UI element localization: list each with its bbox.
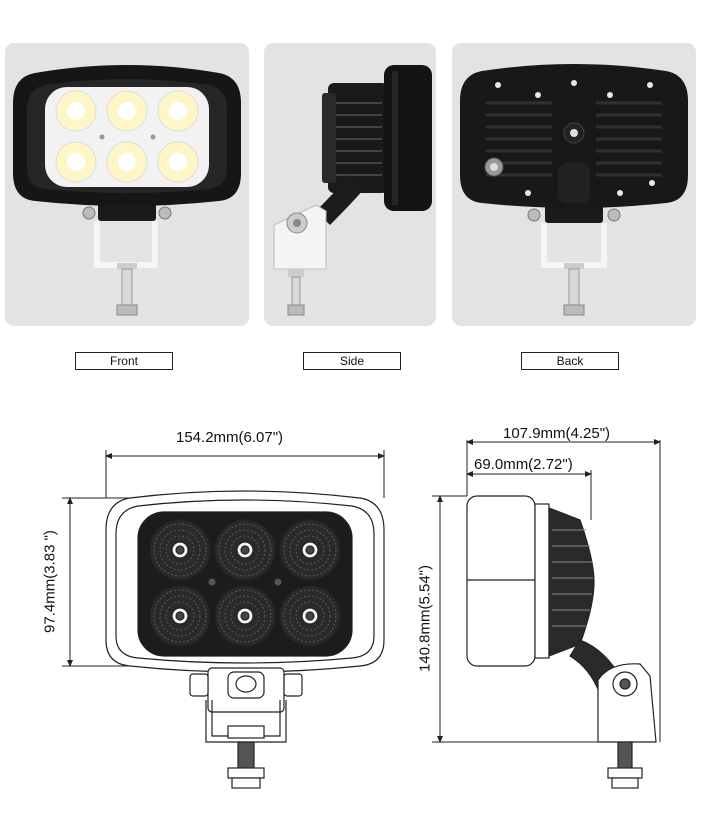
height-dimension-label: 97.4mm(3.83 ") <box>41 530 59 633</box>
side-line-drawing <box>466 495 657 789</box>
front-view-label: Front <box>75 352 173 370</box>
front-photo-panel <box>5 43 249 326</box>
depth-dimension-label: 107.9mm(4.25") <box>503 425 611 442</box>
side-photo-panel <box>264 43 436 326</box>
front-line-drawing <box>105 490 385 789</box>
housing-depth-dimension-label: 69.0mm(2.72") <box>474 456 573 473</box>
side-light-image <box>273 65 432 316</box>
total-height-dimension-label: 140.8mm(5.54") <box>416 564 434 673</box>
width-dimension-label: 154.2mm(6.07") <box>176 429 284 446</box>
side-view-label: Side <box>303 352 401 370</box>
front-light-image <box>13 65 241 316</box>
back-view-label: Back <box>521 352 619 370</box>
back-photo-panel <box>452 43 696 326</box>
back-light-image <box>460 64 688 316</box>
